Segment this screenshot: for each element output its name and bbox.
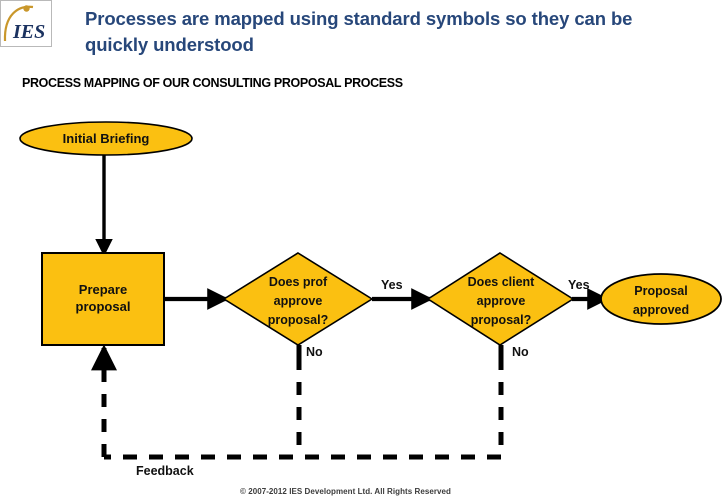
page-title: Processes are mapped using standard symb… xyxy=(85,8,633,55)
node-decision-prof[interactable] xyxy=(222,252,374,346)
footer-copyright: © 2007-2012 IES Development Ltd. All Rig… xyxy=(240,487,451,496)
subtitle: PROCESS MAPPING OF OUR CONSULTING PROPOS… xyxy=(22,75,403,90)
ies-logo: IES xyxy=(0,0,52,47)
ies-logo-icon: IES xyxy=(3,5,45,43)
node-prepare-proposal[interactable] xyxy=(41,252,165,346)
node-decision-client[interactable] xyxy=(426,252,575,346)
node-proposal-approved[interactable] xyxy=(600,273,722,325)
node-initial-briefing[interactable] xyxy=(19,121,193,156)
ies-logo-wordmark: IES xyxy=(12,21,45,43)
